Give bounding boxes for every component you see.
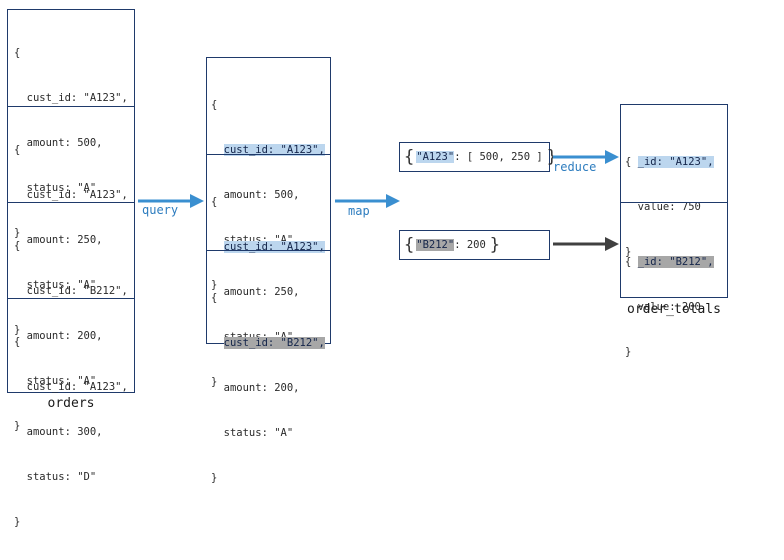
orders-doc-1: { cust_id: "A123", amount: 500, status: … (14, 47, 128, 239)
orders-doc-2: { cust_id: "A123", amount: 250, status: … (8, 106, 134, 336)
flow-arrows (138, 150, 619, 251)
map-key: "B212" (416, 239, 455, 251)
passthrough-arrow (553, 237, 619, 251)
reduce-label: reduce (553, 160, 597, 174)
close-brace: } (546, 146, 557, 167)
map-key: "A123" (416, 151, 455, 163)
map-arrow (335, 194, 400, 208)
close-brace: } (489, 234, 501, 255)
mapped-pair-b212: { "B212" : 200 } (399, 230, 550, 260)
map-values: : 200 (454, 239, 486, 251)
reduce-arrow (553, 150, 619, 164)
cust-id-highlight: cust_id: "A123", (223, 144, 325, 156)
orders-caption: orders (47, 396, 95, 411)
order-totals-collection: { _id: "A123", value: 750 } { _id: "B212… (620, 104, 728, 358)
map-reduce-diagram: { cust_id: "A123", amount: 500, status: … (7, 9, 728, 528)
order-totals-caption: order_totals (627, 302, 721, 317)
order-totals-doc-1: { _id: "A123", value: 750 } (625, 156, 714, 258)
open-brace: { (404, 146, 415, 167)
id-highlight: _id: "B212", (637, 256, 714, 268)
orders-collection: { cust_id: "A123", amount: 500, status: … (7, 9, 135, 528)
mapped-pair-a123: { "A123" : [ 500, 250 ] } (399, 142, 557, 172)
query-result-collection: { cust_id: "A123", amount: 500, status: … (206, 57, 331, 484)
open-brace: { (404, 234, 415, 255)
query-arrow (138, 194, 204, 208)
map-label: map (348, 204, 370, 218)
id-highlight: _id: "A123", (637, 156, 714, 168)
cust-id-highlight: cust_id: "B212", (223, 337, 325, 349)
order-totals-doc-2: { _id: "B212", value: 200 } (621, 202, 727, 358)
orders-doc-3: { cust_id: "B212", amount: 200, status: … (8, 202, 134, 432)
map-values: : [ 500, 250 ] (454, 151, 543, 163)
query-label: query (142, 203, 179, 217)
